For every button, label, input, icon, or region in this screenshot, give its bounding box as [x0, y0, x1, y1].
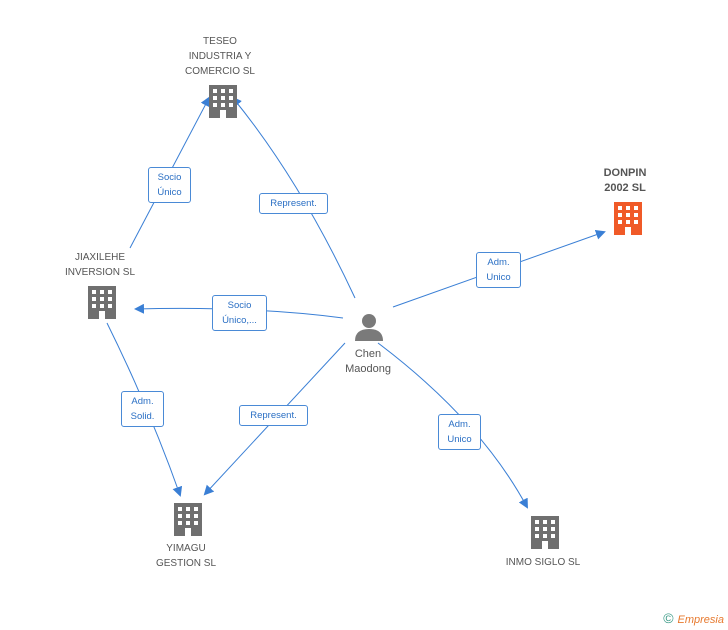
node-donpin-label[interactable]: DONPIN 2002 SL — [603, 167, 647, 194]
person-icon — [355, 314, 383, 341]
brand-name: Empresia — [677, 614, 724, 626]
node-jiaxilehe-label[interactable]: JIAXILEHE INVERSION SL — [64, 252, 136, 278]
edge-chen-teseo — [231, 96, 356, 299]
building-icon — [174, 503, 202, 536]
edge-label-adm-unico-inmo: Adm. Unico — [438, 414, 481, 450]
building-icon — [614, 202, 642, 235]
copyright-symbol: © — [663, 610, 674, 626]
edge-label-represent-yimagu: Represent. — [239, 405, 308, 426]
edge-label-represent: Represent. — [259, 193, 328, 214]
building-icon — [531, 516, 559, 549]
brand-footer[interactable]: ©Empresia — [663, 610, 724, 626]
building-icon — [88, 286, 116, 319]
edge-label-socio-unico: Socio Único — [148, 167, 191, 203]
building-icon — [209, 85, 237, 118]
edge-label-socio-unico-multi: Socio Único,... — [212, 295, 267, 331]
node-chen-label[interactable]: Chen Maodong — [345, 348, 391, 375]
node-inmo-label[interactable]: INMO SIGLO SL — [505, 557, 581, 568]
node-teseo-label[interactable]: TESEO INDUSTRIA Y COMERCIO SL — [184, 36, 255, 77]
edge-label-adm-unico: Adm. Unico — [476, 252, 521, 288]
edge-label-adm-solid: Adm. Solid. — [121, 391, 164, 427]
node-yimagu-label[interactable]: YIMAGU GESTION SL — [155, 543, 216, 569]
